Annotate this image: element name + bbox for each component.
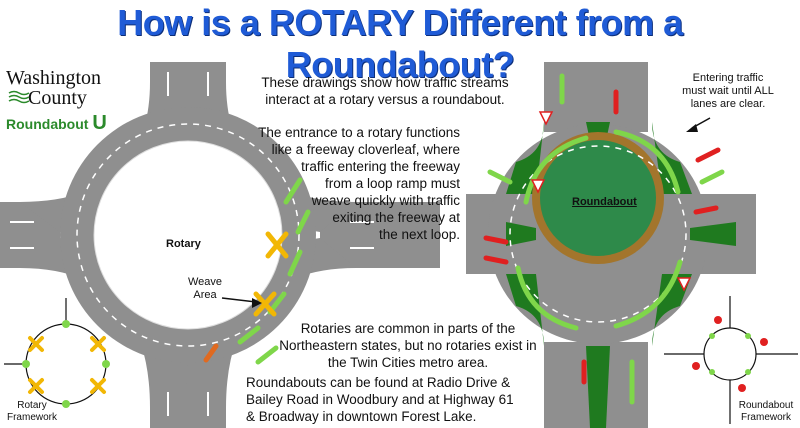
weave-area-label: Weave Area — [180, 276, 230, 302]
intro-line1: These drawings show how traffic streams — [261, 75, 509, 90]
logo-waves-icon — [8, 90, 30, 104]
rotary-explain-line: like a freeway cloverleaf, where — [271, 142, 460, 157]
roundabout-framework — [664, 296, 798, 424]
rotary-explain-line: from a loop ramp must — [324, 176, 460, 191]
weave-label-line2: Area — [193, 289, 217, 301]
weave-label-line1: Weave — [187, 276, 223, 288]
intro-text: These drawings show how traffic streams … — [240, 74, 530, 108]
logo-program: Roundabout U — [6, 112, 126, 135]
weave-pointer-head — [252, 298, 262, 308]
page-title: How is a ROTARY Different from a Roundab… — [117, 2, 683, 85]
rotary-label: Rotary — [166, 238, 201, 250]
rotary-lane-line — [76, 123, 300, 347]
roundabout-framework-line2: Framework — [740, 412, 791, 423]
rotary-framework-green — [22, 320, 110, 408]
roundabout-splitter-east — [690, 222, 736, 246]
washington-county-logo: Washington County Roundabout U — [6, 68, 126, 135]
rotaries-note: Rotaries are common in parts of the Nort… — [258, 320, 558, 371]
rotary-framework-label: Rotary Framework — [4, 400, 60, 424]
rotary-diagram — [0, 62, 440, 428]
roundabout-splitter-west — [506, 222, 536, 246]
entering-note-line: must wait until ALL — [682, 85, 774, 97]
logo-program-text: Roundabout — [6, 116, 89, 132]
rotary-white-arrows — [10, 72, 374, 416]
rotary-framework-line1: Rotary — [17, 400, 47, 411]
roundabout-green-se — [652, 274, 692, 346]
entering-note-line: lanes are clear. — [690, 98, 766, 110]
entering-traffic-note: Entering traffic must wait until ALL lan… — [668, 72, 788, 111]
roundabout-label: Roundabout — [572, 196, 637, 208]
rotary-framework — [4, 298, 110, 408]
roundabout-green-ne — [652, 122, 692, 194]
rotaries-note-line: Northeastern states, but no rotaries exi… — [279, 338, 537, 353]
roundabout-framework-green — [709, 333, 751, 375]
rotary-yellow-weave — [253, 231, 289, 317]
rotary-framework-weaves — [28, 336, 106, 394]
rotaries-note-line: Rotaries are common in parts of the — [300, 321, 516, 336]
logo-line2: County — [28, 87, 87, 109]
rotary-explain-line: The entrance to a rotary functions — [258, 125, 460, 140]
intro-line2: interact at a rotary versus a roundabout… — [265, 92, 505, 107]
rotary-orange-arrow — [203, 343, 219, 363]
roundabouts-note-line: Bailey Road in Woodbury and at Highway 6… — [246, 392, 514, 407]
roundabout-framework-red — [692, 316, 768, 392]
roundabouts-note-line: & Broadway in downtown Forest Lake. — [246, 409, 477, 424]
entering-note-line: Entering traffic — [692, 72, 764, 84]
roundabout-red-arrows — [483, 89, 721, 385]
roundabout-yield-signs — [530, 111, 692, 292]
rotary-explain-line: traffic entering the freeway — [301, 159, 460, 174]
rotaries-note-line: the Twin Cities metro area. — [327, 355, 489, 370]
roundabout-splitter-south — [586, 346, 610, 428]
roundabouts-note-line: Roundabouts can be found at Radio Drive … — [246, 375, 511, 390]
rotary-explain-line: weave quickly with traffic — [311, 193, 460, 208]
logo-program-u: U — [92, 112, 107, 134]
roundabout-framework-label: Roundabout Framework — [734, 400, 798, 424]
roundabout-diagram — [466, 62, 756, 428]
entering-pointer-head — [686, 124, 698, 132]
logo-line1: Washington — [6, 67, 102, 89]
roundabouts-note: Roundabouts can be found at Radio Drive … — [246, 374, 556, 425]
roundabout-lane-line — [509, 145, 687, 323]
roundabout-green-sw — [506, 274, 544, 346]
rotary-explain-line: exiting the freeway at — [332, 210, 460, 225]
rotary-explanation: The entrance to a rotary functions like … — [214, 124, 460, 243]
roundabout-framework-line1: Roundabout — [738, 400, 794, 411]
roundabout-island — [540, 140, 656, 256]
weave-pointer — [221, 297, 257, 303]
rotary-framework-line2: Framework — [6, 412, 57, 423]
rotary-explain-line: the next loop. — [378, 227, 460, 242]
roundabout-green-arrows — [487, 73, 725, 405]
